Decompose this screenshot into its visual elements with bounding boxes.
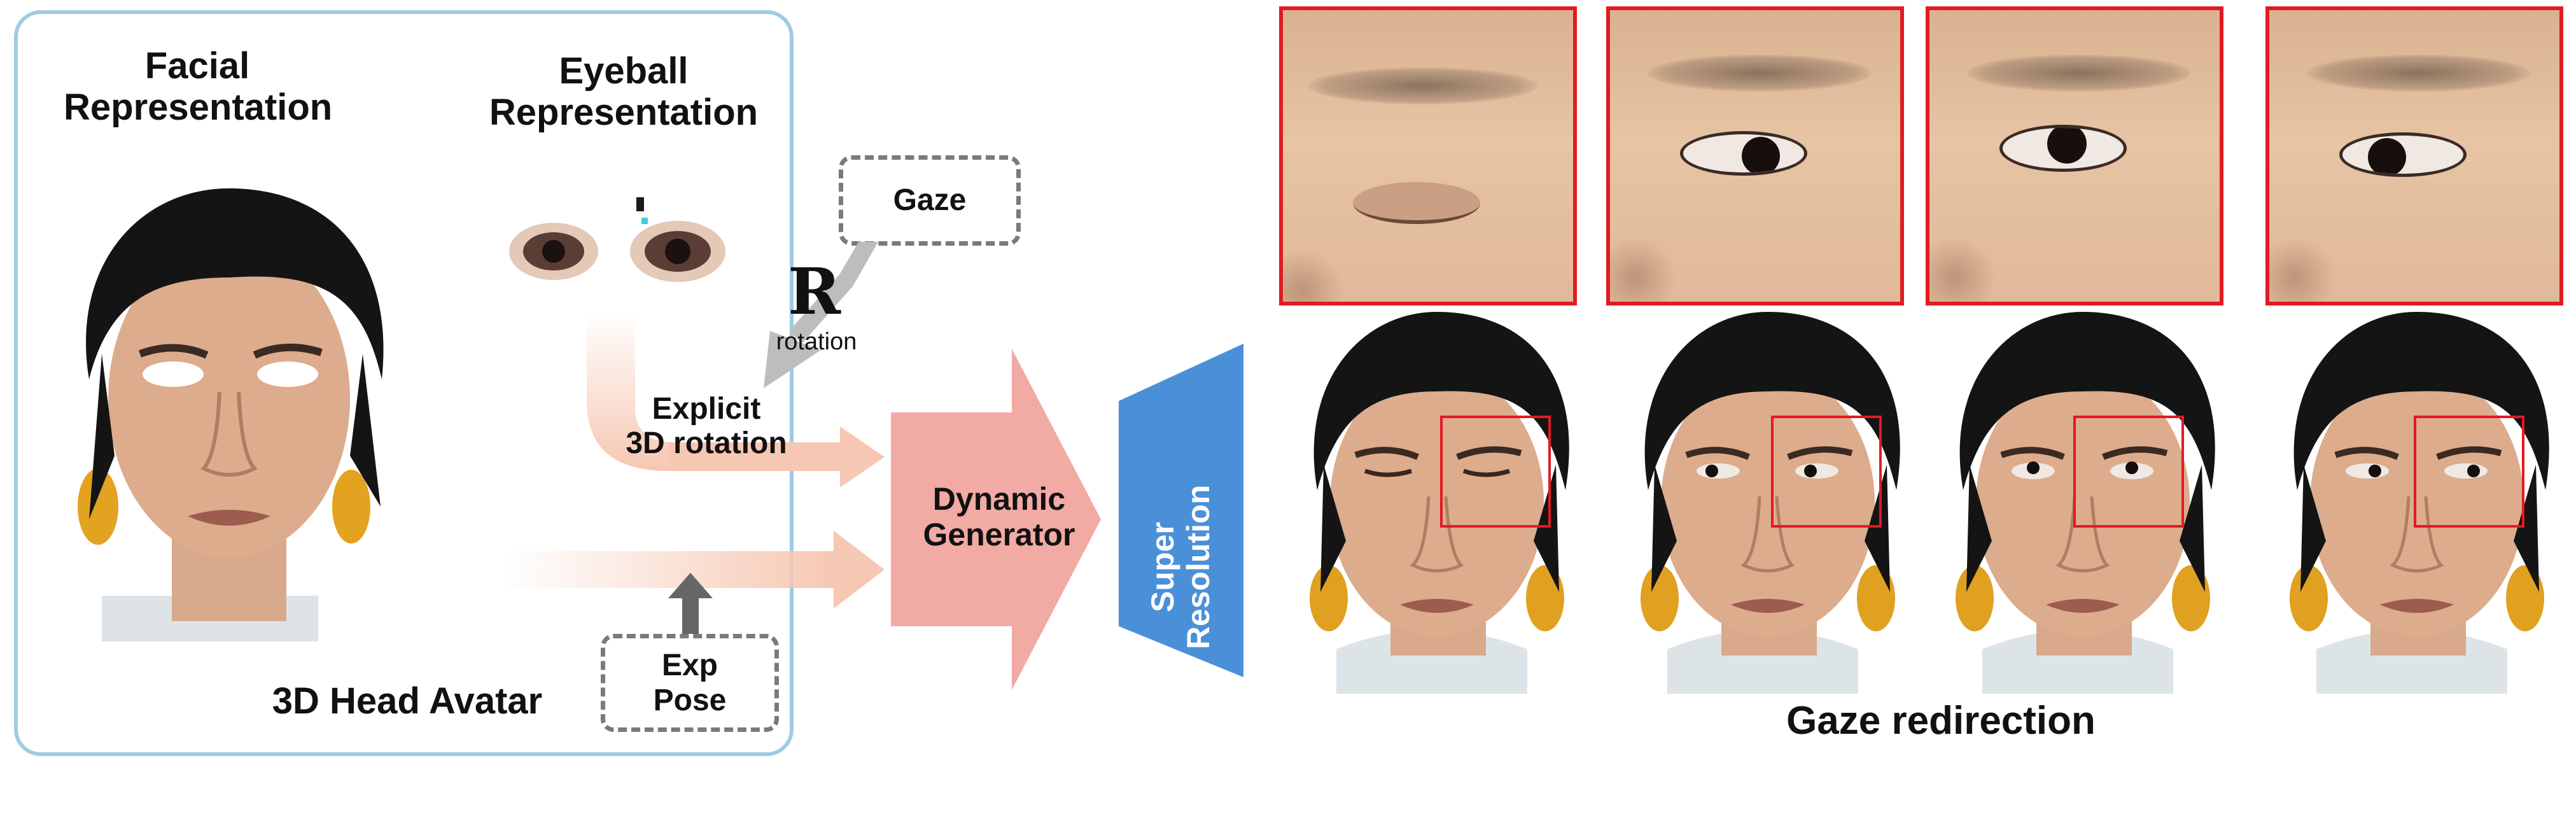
exp-pose-input-box: Exp Pose bbox=[601, 634, 779, 732]
facial-representation-image bbox=[78, 188, 384, 642]
face-gaze-right bbox=[2290, 312, 2549, 694]
gaze-to-rotation-arrow bbox=[764, 242, 878, 388]
eye-crop-closed bbox=[1279, 6, 1577, 305]
super-resolution-shape bbox=[1119, 344, 1243, 677]
face-gaze-up bbox=[1956, 312, 2215, 694]
eyeball-representation-image bbox=[509, 197, 725, 282]
face-gaze-left bbox=[1641, 312, 1900, 694]
rotation-matrix-symbol: R bbox=[788, 254, 841, 329]
eye-crop-gaze-right bbox=[2265, 6, 2563, 305]
gaze-label: Gaze bbox=[893, 183, 967, 218]
explicit-rotation-flow-arrow bbox=[587, 312, 885, 488]
dynamic-generator-label: Dynamic Generator bbox=[923, 481, 1075, 552]
eye-crop-gaze-left bbox=[1606, 6, 1904, 305]
super-resolution-label: Super Resolution bbox=[1145, 484, 1216, 650]
exp-pose-label: Exp Pose bbox=[653, 648, 727, 717]
eye-crop-gaze-up bbox=[1926, 6, 2223, 305]
dynamic-generator-shape bbox=[891, 349, 1101, 690]
facial-flow-arrow bbox=[503, 531, 885, 608]
exp-pose-up-arrow bbox=[668, 573, 713, 636]
gaze-redirection-faces bbox=[1279, 312, 2571, 694]
eyeball-representation-title: Eyeball Representation bbox=[489, 50, 759, 133]
3d-head-avatar-title: 3D Head Avatar bbox=[272, 680, 543, 722]
gaze-input-box: Gaze bbox=[839, 155, 1021, 246]
gaze-redirection-caption: Gaze redirection bbox=[1786, 699, 2096, 743]
explicit-3d-rotation-label: Explicit 3D rotation bbox=[626, 392, 787, 460]
rotation-label: rotation bbox=[776, 328, 857, 355]
face-closed bbox=[1310, 312, 1569, 694]
facial-representation-title: Facial Representation bbox=[64, 45, 333, 128]
